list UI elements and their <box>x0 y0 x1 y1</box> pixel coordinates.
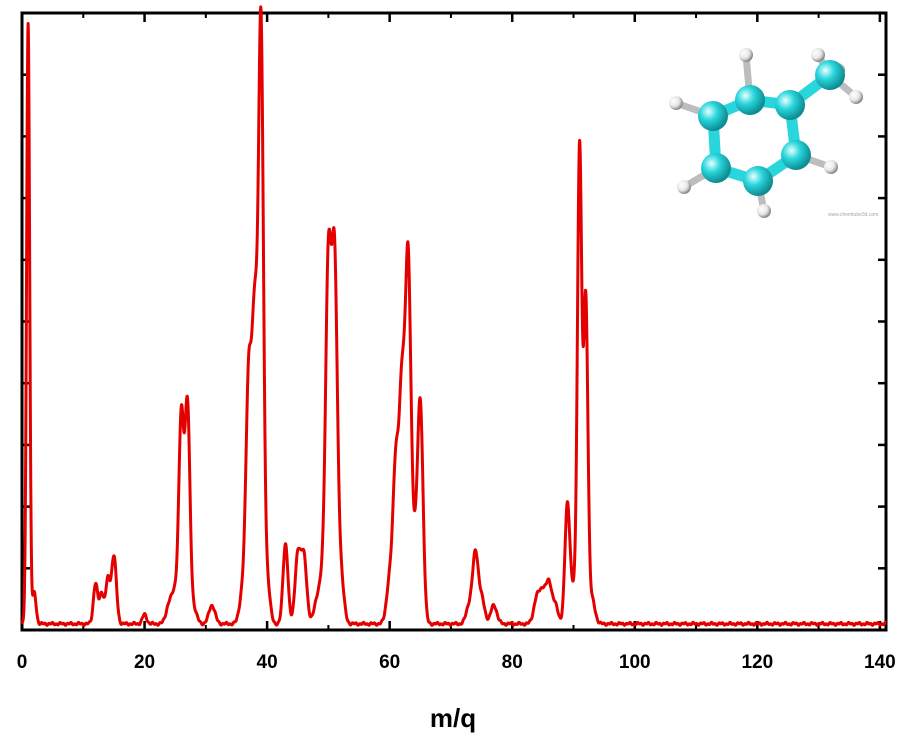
x-tick-label: 20 <box>134 652 155 673</box>
hydrogen-atom <box>739 48 753 62</box>
x-tick-label: 80 <box>502 652 523 673</box>
x-axis-label: m/q <box>430 703 476 733</box>
x-tick-label: 40 <box>257 652 278 673</box>
hydrogen-atom <box>849 90 863 104</box>
hydrogen-atom <box>757 204 771 218</box>
carbon-atom <box>735 85 765 115</box>
carbon-atom <box>743 166 773 196</box>
series-line-0 <box>20 5 888 627</box>
x-axis-ticks: 0 20 40 60 80 100 120 140 <box>17 13 896 673</box>
series-layer <box>20 5 888 627</box>
x-tick-label: 0 <box>17 652 28 673</box>
y-axis-ticks <box>22 73 886 570</box>
x-tick-label: 140 <box>864 652 896 673</box>
hydrogen-atom <box>669 96 683 110</box>
carbon-atom <box>815 60 845 90</box>
carbon-atom <box>775 90 805 120</box>
inset-credit: www.chemtube3d.com <box>828 212 878 218</box>
hydrogen-atom <box>824 160 838 174</box>
hydrogen-atom <box>811 48 825 62</box>
x-tick-label: 60 <box>379 652 400 673</box>
x-tick-label: 100 <box>619 652 651 673</box>
hydrogen-atom <box>677 180 691 194</box>
carbon-atom <box>701 153 731 183</box>
carbon-atom <box>781 140 811 170</box>
carbon-atom <box>698 101 728 131</box>
x-tick-label: 120 <box>741 652 773 673</box>
toluene-molecule-inset: www.chemtube3d.com <box>669 48 878 218</box>
